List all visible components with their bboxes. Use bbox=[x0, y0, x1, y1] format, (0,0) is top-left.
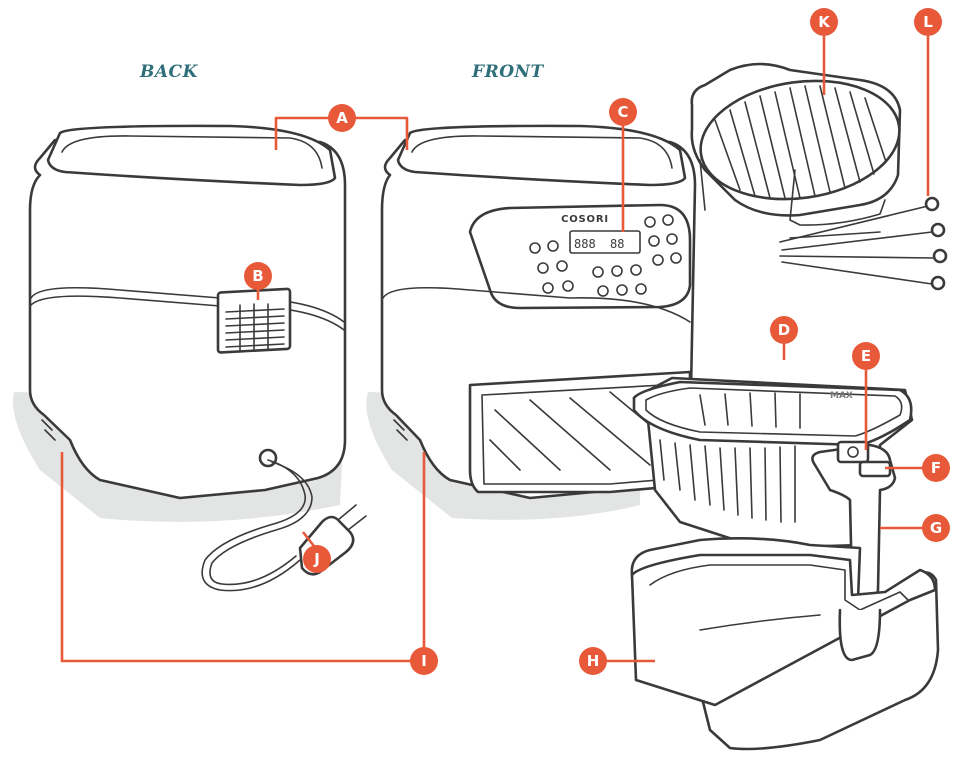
max-fill-mark: MAX bbox=[830, 391, 853, 401]
callout-l-label: L bbox=[923, 13, 933, 31]
callout-b-label: B bbox=[252, 267, 263, 285]
callout-d-label: D bbox=[778, 321, 790, 339]
callout-f-label: F bbox=[931, 459, 941, 477]
display-digits-left: 888 bbox=[574, 237, 596, 251]
callout-h-label: H bbox=[587, 652, 600, 670]
callout-a: A bbox=[328, 104, 356, 132]
callout-e: E bbox=[852, 342, 880, 370]
callout-g-label: G bbox=[930, 519, 942, 537]
front-unit-illustration: COSORI 888 88 bbox=[366, 124, 697, 520]
callout-c: C bbox=[609, 98, 637, 126]
callout-d: D bbox=[770, 316, 798, 344]
callout-c-label: C bbox=[617, 103, 628, 121]
grill-rack-illustration bbox=[690, 62, 902, 226]
back-view-label: BACK bbox=[139, 62, 199, 82]
callout-i-label: I bbox=[421, 652, 427, 670]
back-unit-illustration bbox=[13, 124, 367, 592]
display-digits-right: 88 bbox=[610, 237, 624, 251]
callout-l: L bbox=[914, 8, 942, 36]
callout-g: G bbox=[922, 514, 950, 542]
callout-h: H bbox=[579, 647, 607, 675]
callout-j: J bbox=[303, 545, 331, 573]
callout-b: B bbox=[244, 262, 272, 290]
callout-f: F bbox=[922, 454, 950, 482]
front-view-label: FRONT bbox=[471, 62, 545, 82]
callout-i: I bbox=[410, 647, 438, 675]
callout-k: K bbox=[810, 8, 838, 36]
callout-e-label: E bbox=[861, 347, 871, 365]
callout-k-label: K bbox=[818, 13, 831, 31]
callout-j-label: J bbox=[313, 550, 320, 568]
leader-i bbox=[60, 452, 426, 663]
drawer-illustration bbox=[630, 537, 940, 751]
skewers-illustration bbox=[779, 196, 948, 291]
callout-a-label: A bbox=[336, 109, 348, 127]
basket-illustration: MAX bbox=[632, 376, 914, 608]
control-buttons bbox=[529, 214, 682, 297]
brand-logo-text: COSORI bbox=[561, 214, 609, 225]
